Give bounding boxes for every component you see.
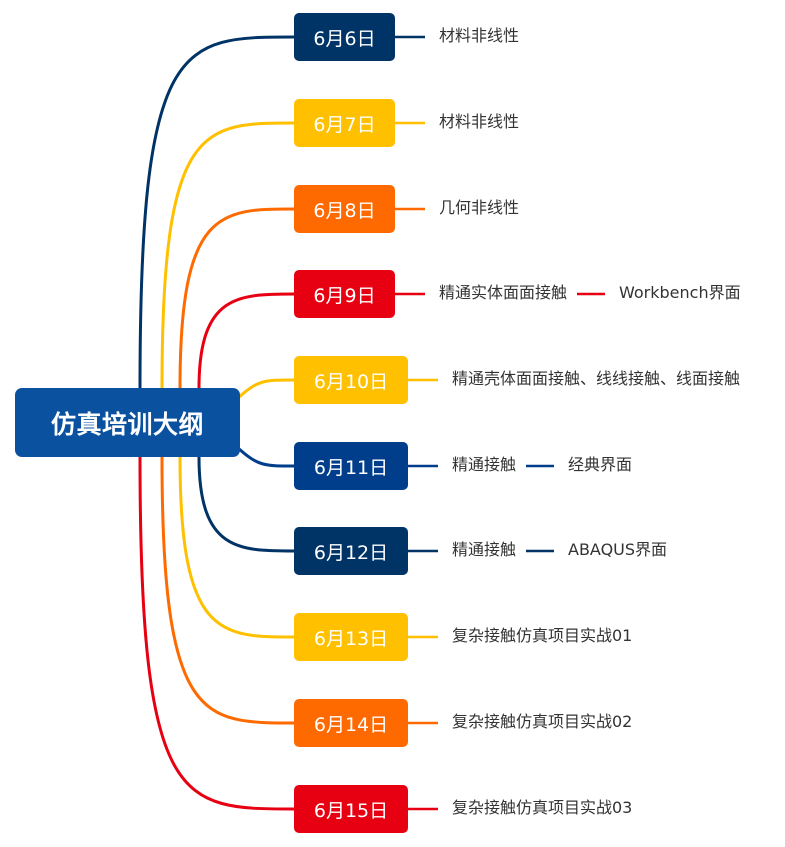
topic-node[interactable]: 复杂接触仿真项目实战01 — [452, 626, 633, 645]
date-label: 6月6日 — [313, 27, 376, 50]
branch-connector — [197, 292, 295, 389]
date-node[interactable]: 6月13日 — [294, 613, 408, 661]
date-label: 6月15日 — [313, 799, 389, 822]
date-node[interactable]: 6月9日 — [294, 270, 395, 318]
root-node[interactable]: 仿真培训大纲 — [15, 388, 240, 457]
date-label: 6月11日 — [313, 456, 389, 479]
date-label: 6月14日 — [313, 713, 389, 736]
branch-connector — [160, 456, 295, 725]
date-label: 6月12日 — [313, 541, 389, 564]
branch-connector — [178, 207, 295, 389]
branch-connector — [160, 121, 295, 389]
date-label: 6月7日 — [313, 113, 376, 136]
date-label: 6月13日 — [313, 627, 389, 650]
topic-node[interactable]: 复杂接触仿真项目实战03 — [452, 798, 633, 817]
branch-connector — [138, 456, 295, 811]
branch-connector — [178, 456, 295, 639]
date-label: 6月10日 — [313, 370, 389, 393]
topic-node[interactable]: 精通实体面面接触 — [439, 283, 568, 302]
topic-node[interactable]: 几何非线性 — [439, 198, 520, 217]
date-node[interactable]: 6月8日 — [294, 185, 395, 233]
date-node[interactable]: 6月11日 — [294, 442, 408, 490]
topic-node[interactable]: 精通接触 — [452, 455, 517, 474]
topic-node[interactable]: Workbench界面 — [619, 283, 741, 302]
branch-connector — [236, 378, 295, 400]
topic-node[interactable]: 复杂接触仿真项目实战02 — [452, 712, 633, 731]
topic-node[interactable]: 材料非线性 — [439, 26, 520, 45]
topic-node[interactable]: 精通壳体面面接触、线线接触、线面接触 — [452, 369, 741, 388]
date-node[interactable]: 6月10日 — [294, 356, 408, 404]
date-node[interactable]: 6月12日 — [294, 527, 408, 575]
root-label: 仿真培训大纲 — [50, 409, 204, 439]
topic-node[interactable]: 材料非线性 — [439, 112, 520, 131]
topic-node[interactable]: 经典界面 — [568, 455, 633, 474]
date-node[interactable]: 6月6日 — [294, 13, 395, 61]
date-label: 6月9日 — [313, 284, 376, 307]
date-node[interactable]: 6月15日 — [294, 785, 408, 833]
branch-connector — [236, 446, 295, 468]
topic-node[interactable]: ABAQUS界面 — [568, 540, 668, 559]
date-node[interactable]: 6月7日 — [294, 99, 395, 147]
date-node[interactable]: 6月14日 — [294, 699, 408, 747]
branch-connector — [197, 456, 295, 553]
branch-connector — [138, 35, 295, 389]
topic-node[interactable]: 精通接触 — [452, 540, 517, 559]
date-label: 6月8日 — [313, 199, 376, 222]
